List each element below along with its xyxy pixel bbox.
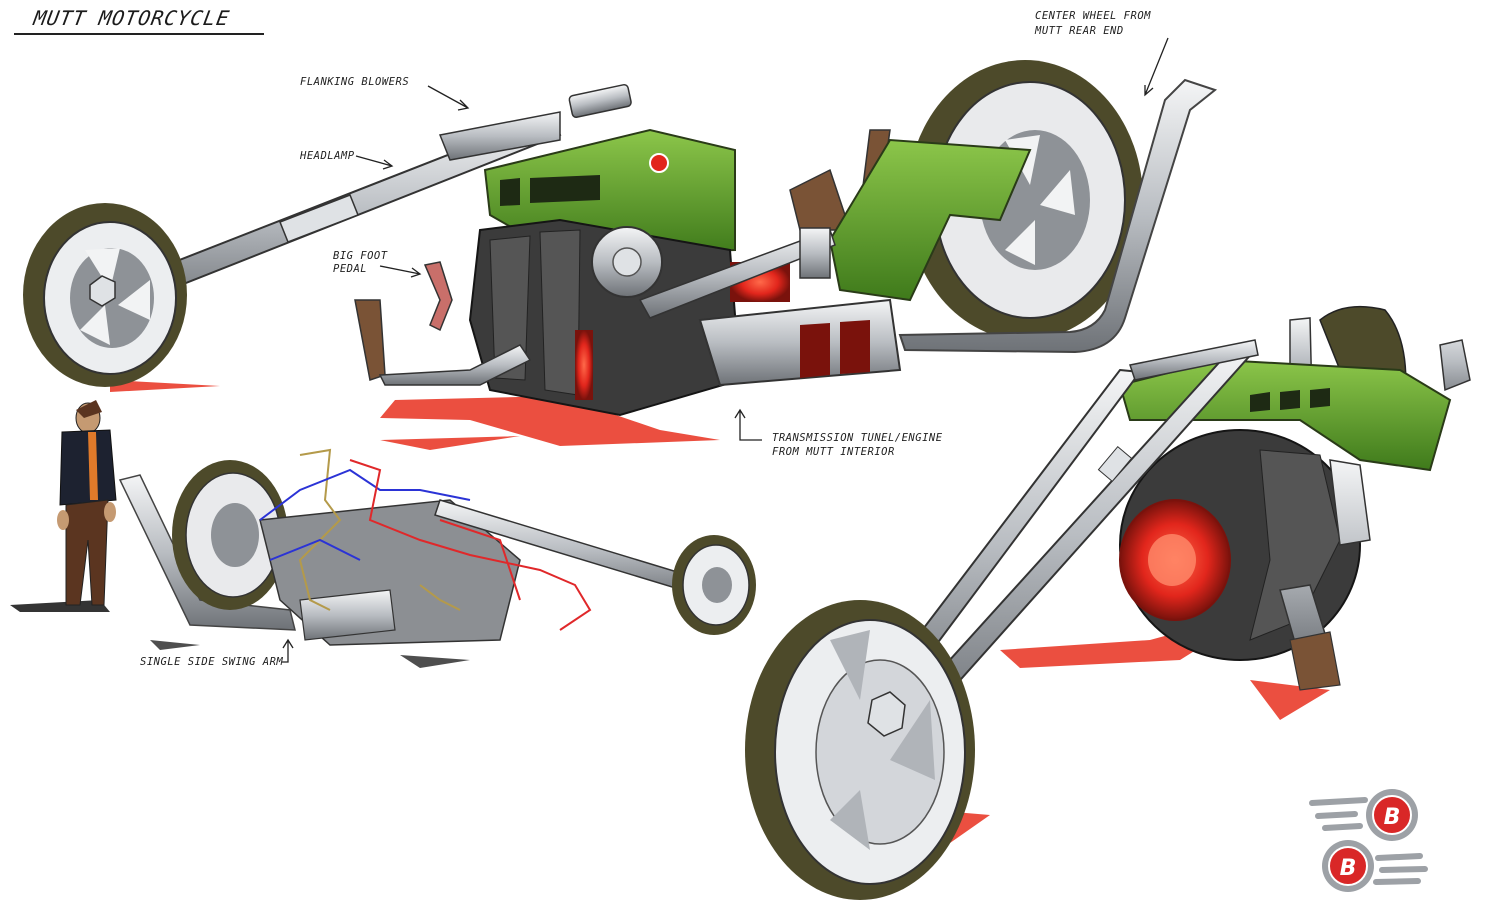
character-figure	[10, 400, 117, 612]
engine-glow-left	[575, 330, 593, 400]
arrow-swing-arm	[282, 638, 294, 663]
exhaust-pipe	[898, 78, 1218, 354]
character-pants	[65, 499, 109, 606]
arrow-center-wheel	[1144, 37, 1169, 97]
tank-vents	[500, 175, 600, 206]
label-transmission-line1: TRANSMISSION TUNEL/ENGINE	[772, 432, 943, 444]
label-swing-arm: SINGLE SIDE SWING ARM	[140, 656, 284, 668]
handlebar-mount	[438, 111, 561, 161]
rider-sketch-gold	[298, 448, 342, 611]
glowing-transmission-wheel	[1119, 429, 1361, 661]
label-flanking-blowers: FLANKING BLOWERS	[300, 76, 410, 88]
quarter-front-wheel	[745, 600, 975, 900]
arrow-transmission	[734, 408, 762, 441]
logo-letter-bottom: B	[1340, 856, 1357, 881]
front-wheel	[23, 203, 187, 387]
sheet-title: MUTT MOTORCYCLE	[31, 6, 232, 30]
label-big-foot-line2: PEDAL	[333, 263, 368, 275]
arrow-headlamp	[355, 155, 394, 170]
character-jacket	[59, 429, 117, 506]
logo-letter-top: B	[1384, 805, 1401, 830]
main-bike-side-view	[23, 60, 1218, 450]
rider-sketch-blue	[259, 468, 471, 561]
label-headlamp: HEADLAMP	[300, 150, 355, 162]
b-logo: B B	[1309, 789, 1428, 892]
annotation-arrows	[282, 37, 1169, 663]
label-transmission-line2: FROM MUTT INTERIOR	[772, 446, 895, 458]
label-center-wheel-line2: MUTT REAR END	[1035, 25, 1124, 37]
rear-wheel	[907, 60, 1143, 340]
handlebar	[568, 83, 632, 118]
tank-b-badge	[649, 153, 669, 173]
rider-sketch-red	[349, 459, 592, 631]
swing-arm	[638, 229, 836, 319]
big-foot-pedal	[423, 261, 453, 332]
ground-shadow	[110, 380, 720, 450]
engine-block	[468, 218, 742, 417]
front-quarter-bike-view	[745, 305, 1471, 900]
title-underline	[14, 33, 264, 35]
label-center-wheel-line1: CENTER WHEEL FROM	[1035, 10, 1151, 22]
label-big-foot-line1: BIG FOOT	[333, 250, 388, 262]
small-bike-rider-view	[118, 448, 756, 668]
quarter-handlebar	[1129, 339, 1259, 381]
arrow-big-foot-pedal	[379, 265, 422, 278]
arrow-flanking-blowers	[427, 85, 470, 111]
rear-body-panel	[828, 138, 1032, 302]
